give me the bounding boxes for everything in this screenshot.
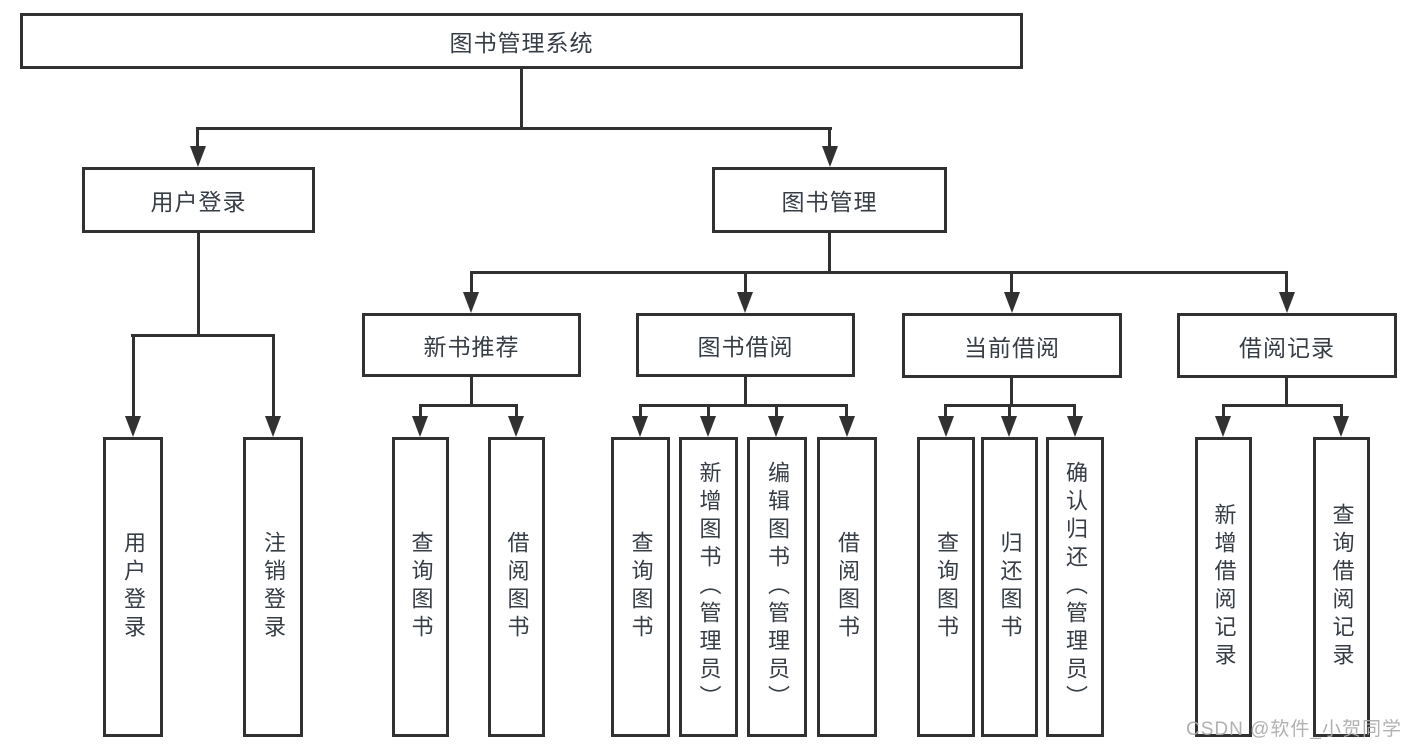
arrowhead-icon [632,416,648,437]
leaf-label: 编辑图书（管理员） [765,461,790,713]
node-user-login: 用户登录 [82,167,315,233]
leaf-cb-confirm-return-admin: 确认归还（管理员） [1046,437,1104,737]
node-book-borrow-label: 图书借阅 [697,334,794,360]
connector-stem [639,404,642,419]
arrowhead-icon [508,416,524,437]
leaf-label: 查询图书 [628,531,654,643]
connector-stem [272,334,275,419]
leaf-nr-query-book: 查询图书 [392,437,449,737]
leaf-cb-query-book: 查询图书 [917,437,975,737]
arrowhead-icon [700,416,716,437]
arrowhead-icon [938,416,954,437]
connector-stem [944,404,947,419]
leaf-br-add-record: 新增借阅记录 [1195,437,1252,737]
leaf-bb-query-book: 查询图书 [611,437,670,737]
leaf-label: 确认归还（管理员） [1063,461,1088,713]
node-current-borrow: 当前借阅 [902,313,1122,378]
connector-rail [1222,404,1343,407]
connector-stem [775,404,778,419]
arrowhead-icon [737,292,753,313]
connector-stem [419,404,422,419]
connector-stem [707,404,710,419]
connector-book-mgmt-stem [828,127,831,152]
connector-stem [1340,404,1343,419]
leaf-label: 查询图书 [408,531,434,643]
arrowhead-icon [1215,416,1231,437]
leaf-label: 新增借阅记录 [1211,503,1237,671]
connector-stub [470,377,473,407]
arrowhead-icon [839,416,855,437]
connector-stub [1285,378,1288,407]
connector-stem [1073,404,1076,419]
leaf-bb-edit-book-admin: 编辑图书（管理员） [747,437,807,737]
leaf-label: 查询借阅记录 [1329,503,1355,671]
node-book-borrow: 图书借阅 [636,313,855,377]
arrowhead-icon [125,416,141,437]
leaf-label: 归还图书 [997,531,1023,643]
connector-stem [1008,404,1011,419]
node-borrow-records: 借阅记录 [1177,313,1397,378]
connector-stem [1285,271,1288,295]
leaf-bb-add-book-admin: 新增图书（管理员） [679,437,738,737]
node-new-book-recommend-label: 新书推荐 [423,334,520,360]
leaf-bb-borrow-book: 借阅图书 [817,437,877,737]
node-book-management: 图书管理 [712,167,947,233]
node-new-book-recommend: 新书推荐 [362,313,581,377]
arrowhead-icon [190,146,206,167]
leaf-user-login: 用户登录 [103,437,163,737]
connector-stub [744,377,747,407]
node-root: 图书管理系统 [20,13,1023,69]
arrowhead-icon [768,416,784,437]
arrowhead-icon [265,416,281,437]
arrowhead-icon [1004,292,1020,313]
leaf-label: 借阅图书 [835,531,860,643]
arrowhead-icon [1279,292,1295,313]
leaf-logout-login: 注销登录 [243,437,303,737]
leaf-label: 新增图书（管理员） [696,461,722,713]
connector-stem [515,404,518,419]
connector-book-mgmt-stub [828,233,831,274]
connector-user-login-rail [131,334,275,337]
connector-rail [419,404,518,407]
leaf-cb-return-book: 归还图书 [981,437,1038,737]
connector-root-stub [520,69,523,130]
node-root-label: 图书管理系统 [449,30,594,56]
arrowhead-icon [463,292,479,313]
connector-stem [132,334,135,419]
arrowhead-icon [822,146,838,167]
arrowhead-icon [1001,416,1017,437]
connector-level3-rail [470,271,1288,274]
node-user-login-label: 用户登录 [150,189,247,215]
connector-stem [744,271,747,295]
leaf-nr-borrow-book: 借阅图书 [488,437,545,737]
connector-stem [1010,271,1013,295]
leaf-br-query-record: 查询借阅记录 [1313,437,1370,737]
csdn-watermark: CSDN @软件_小贺同学 [1186,719,1402,740]
arrowhead-icon [412,416,428,437]
connector-stem [1222,404,1225,419]
leaf-label: 查询图书 [934,531,959,643]
node-borrow-records-label: 借阅记录 [1239,334,1335,361]
node-book-management-label: 图书管理 [781,189,878,215]
connector-rail [639,404,848,407]
arrowhead-icon [1067,416,1083,437]
connector-stem [470,271,473,295]
leaf-label: 用户登录 [121,531,146,643]
leaf-label: 借阅图书 [504,531,530,643]
connector-stub [1010,378,1013,407]
connector-user-login-stem [196,127,199,152]
arrowhead-icon [1333,416,1349,437]
connector-level2-rail [197,127,832,130]
leaf-label: 注销登录 [261,531,286,643]
node-current-borrow-label: 当前借阅 [964,334,1060,361]
connector-user-login-stub [197,233,200,337]
connector-stem [845,404,848,419]
